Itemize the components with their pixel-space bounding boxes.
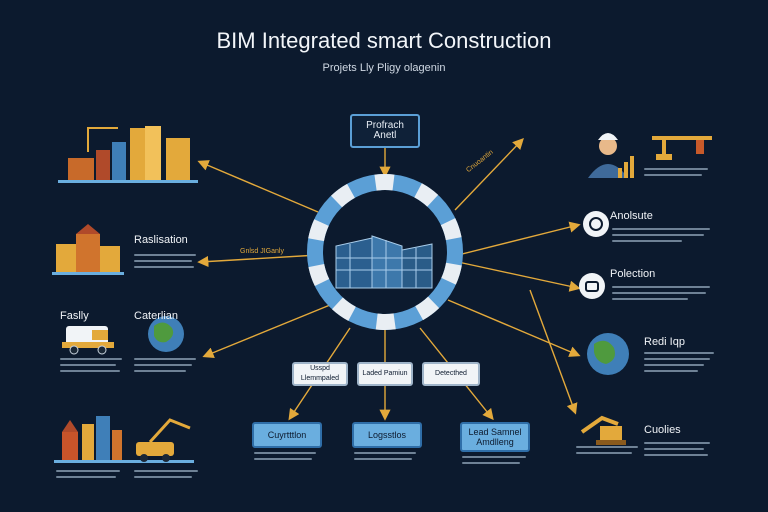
process-box-3: Detecthed [422, 362, 480, 386]
label-realisation: Raslisation [134, 234, 188, 246]
city-crane-icon [54, 416, 194, 463]
robot-icon [579, 273, 605, 299]
output-box-2: Logsstlos [352, 422, 422, 448]
crane-icon [652, 136, 712, 160]
label-anolsute: Anolsute [610, 210, 653, 222]
label-facility: Faslly [60, 310, 89, 322]
label-caterlian: Caterlian [134, 310, 179, 322]
arrow-left-2 [197, 254, 319, 268]
label-polection: Polection [610, 268, 656, 280]
arrow-right-3 [457, 261, 581, 292]
building-icon [52, 224, 124, 275]
arrow-left-1 [197, 160, 319, 213]
worker-icon [588, 133, 634, 178]
page-subtitle: Projets Lly Pligy olagenin [322, 62, 446, 74]
process-box-2: Laded Pamiun [357, 362, 413, 386]
globe-icon [148, 316, 184, 352]
brain-icon [583, 211, 609, 237]
construction-skyline-icon [58, 126, 198, 183]
output-box-1: Cuyrtttlon [252, 422, 322, 448]
process-box-1: Usspd Llemmpaled [292, 362, 348, 386]
delivery-truck-icon [62, 326, 114, 355]
arrow-bottom-right [529, 289, 578, 415]
earth-icon [587, 333, 629, 375]
arrow-right-4 [447, 299, 581, 357]
glass-building-icon [335, 235, 433, 289]
label-cuolies: Cuolies [644, 424, 681, 436]
top-concept-box: Profrach Anetl [350, 114, 420, 148]
label-redi-iqp: Redi Iqp [644, 336, 685, 348]
arrow-label-left: Gnlsd JIGanly [240, 248, 284, 255]
output-box-3: Lead Samnel Amdlleng [460, 422, 530, 452]
arrow-left-3 [202, 304, 331, 359]
excavator-icon [580, 415, 626, 445]
arrow-right-1 [454, 137, 524, 211]
page-title: BIM Integrated smart Construction [216, 28, 552, 53]
arrow-right-2 [457, 221, 581, 256]
